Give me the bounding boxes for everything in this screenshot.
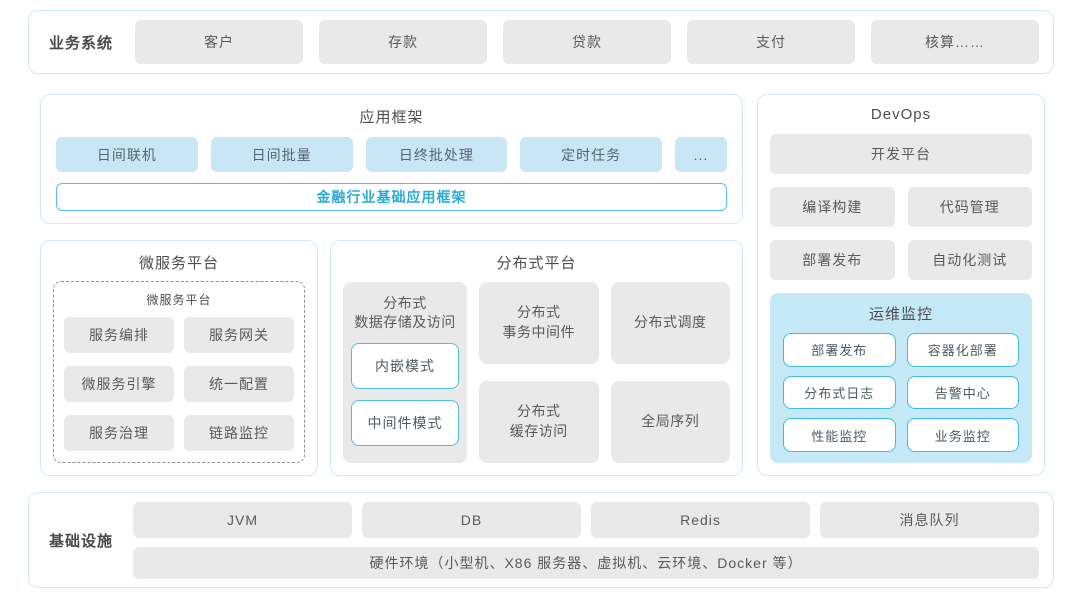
ops-item-performance-monitor: 性能监控 <box>783 418 896 452</box>
infrastructure-row: JVM DB Redis 消息队列 <box>133 501 1039 538</box>
ops-monitoring-grid: 部署发布 容器化部署 分布式日志 告警中心 性能监控 业务监控 <box>783 333 1019 452</box>
infra-item-redis: Redis <box>591 501 810 538</box>
dist-cell-scheduling: 分布式调度 <box>610 282 730 364</box>
dist-cell-transaction-middleware: 分布式 事务中间件 <box>479 282 599 364</box>
infra-item-jvm: JVM <box>133 501 352 538</box>
devops-tool-auto-test: 自动化测试 <box>907 240 1032 280</box>
module-eod-batch: 日终批处理 <box>365 137 508 172</box>
devops-tools-grid: 编译构建 代码管理 部署发布 自动化测试 <box>770 187 1032 280</box>
app-framework-modules-row: 日间联机 日间批量 日终批处理 定时任务 ... <box>56 137 727 172</box>
app-framework-panel: 应用框架 日间联机 日间批量 日终批处理 定时任务 ... 金融行业基础应用框架 <box>40 94 743 224</box>
ops-monitoring-panel: 运维监控 部署发布 容器化部署 分布式日志 告警中心 性能监控 业务监控 <box>770 293 1032 463</box>
ops-item-business-monitor: 业务监控 <box>906 418 1019 452</box>
business-systems-label: 业务系统 <box>48 34 113 52</box>
distributed-grid: 分布式 事务中间件 分布式调度 分布式 缓存访问 全局序列 <box>479 282 730 463</box>
devops-tool-deploy: 部署发布 <box>770 240 895 280</box>
dist-cell-global-sequence: 全局序列 <box>610 381 730 463</box>
module-scheduled-task: 定时任务 <box>520 137 662 172</box>
business-item-accounting: 核算…… <box>871 20 1039 64</box>
micro-item-governance: 服务治理 <box>64 415 174 451</box>
distributed-title: 分布式平台 <box>496 255 577 272</box>
base-framework-bar: 金融行业基础应用框架 <box>56 183 727 211</box>
infrastructure-content: JVM DB Redis 消息队列 硬件环境（小型机、X86 服务器、虚拟机、云… <box>133 501 1039 579</box>
devops-tool-code-mgmt: 代码管理 <box>907 187 1032 227</box>
ops-item-container-deploy: 容器化部署 <box>906 333 1019 367</box>
micro-item-orchestration: 服务编排 <box>64 317 174 353</box>
micro-item-gateway: 服务网关 <box>184 317 294 353</box>
app-framework-title: 应用框架 <box>359 109 424 126</box>
micro-item-trace-monitor: 链路监控 <box>184 415 294 451</box>
microservice-title: 微服务平台 <box>138 255 219 272</box>
module-daytime-online: 日间联机 <box>56 137 198 172</box>
storage-mode-embedded: 内嵌模式 <box>351 342 459 389</box>
business-item-customer: 客户 <box>135 20 303 64</box>
ops-item-deploy: 部署发布 <box>783 333 896 367</box>
devops-panel: DevOps 开发平台 编译构建 代码管理 部署发布 自动化测试 运维监控 部署… <box>757 94 1045 476</box>
microservice-grid: 服务编排 服务网关 微服务引擎 统一配置 服务治理 链路监控 <box>64 317 294 451</box>
business-item-loan: 贷款 <box>503 20 671 64</box>
distributed-storage-box: 分布式 数据存储及访问 内嵌模式 中间件模式 <box>343 282 467 463</box>
micro-item-unified-config: 统一配置 <box>184 366 294 402</box>
infrastructure-label: 基础设施 <box>48 532 113 550</box>
devops-dev-platform: 开发平台 <box>770 134 1032 174</box>
storage-mode-middleware: 中间件模式 <box>351 399 459 446</box>
infra-hardware-env: 硬件环境（小型机、X86 服务器、虚拟机、云环境、Docker 等） <box>133 546 1039 579</box>
devops-title: DevOps <box>870 106 932 123</box>
distributed-panel: 分布式平台 分布式 数据存储及访问 内嵌模式 中间件模式 分布式 事务中间件 分… <box>330 240 743 476</box>
devops-tool-build: 编译构建 <box>770 187 895 227</box>
microservice-inner-title: 微服务平台 <box>146 293 212 307</box>
business-item-payment: 支付 <box>687 20 855 64</box>
module-daytime-batch: 日间批量 <box>210 137 353 172</box>
module-more: ... <box>675 137 727 172</box>
micro-item-engine: 微服务引擎 <box>64 366 174 402</box>
microservice-inner-box: 微服务平台 服务编排 服务网关 微服务引擎 统一配置 服务治理 链路监控 <box>53 281 305 463</box>
distributed-storage-label: 分布式 数据存储及访问 <box>354 295 456 330</box>
distributed-content: 分布式 数据存储及访问 内嵌模式 中间件模式 分布式 事务中间件 分布式调度 分… <box>343 282 730 463</box>
microservice-panel: 微服务平台 微服务平台 服务编排 服务网关 微服务引擎 统一配置 服务治理 链路… <box>40 240 318 476</box>
ops-monitoring-title: 运维监控 <box>868 306 933 323</box>
infrastructure-panel: 基础设施 JVM DB Redis 消息队列 硬件环境（小型机、X86 服务器、… <box>28 492 1054 588</box>
business-systems-panel: 业务系统 客户 存款 贷款 支付 核算…… <box>28 10 1054 74</box>
ops-item-alert-center: 告警中心 <box>906 375 1019 410</box>
dist-cell-cache-access: 分布式 缓存访问 <box>479 381 599 463</box>
business-item-deposit: 存款 <box>319 20 487 64</box>
infra-item-message-queue: 消息队列 <box>820 501 1039 538</box>
ops-item-distributed-log: 分布式日志 <box>783 375 896 410</box>
infra-item-db: DB <box>362 501 581 538</box>
